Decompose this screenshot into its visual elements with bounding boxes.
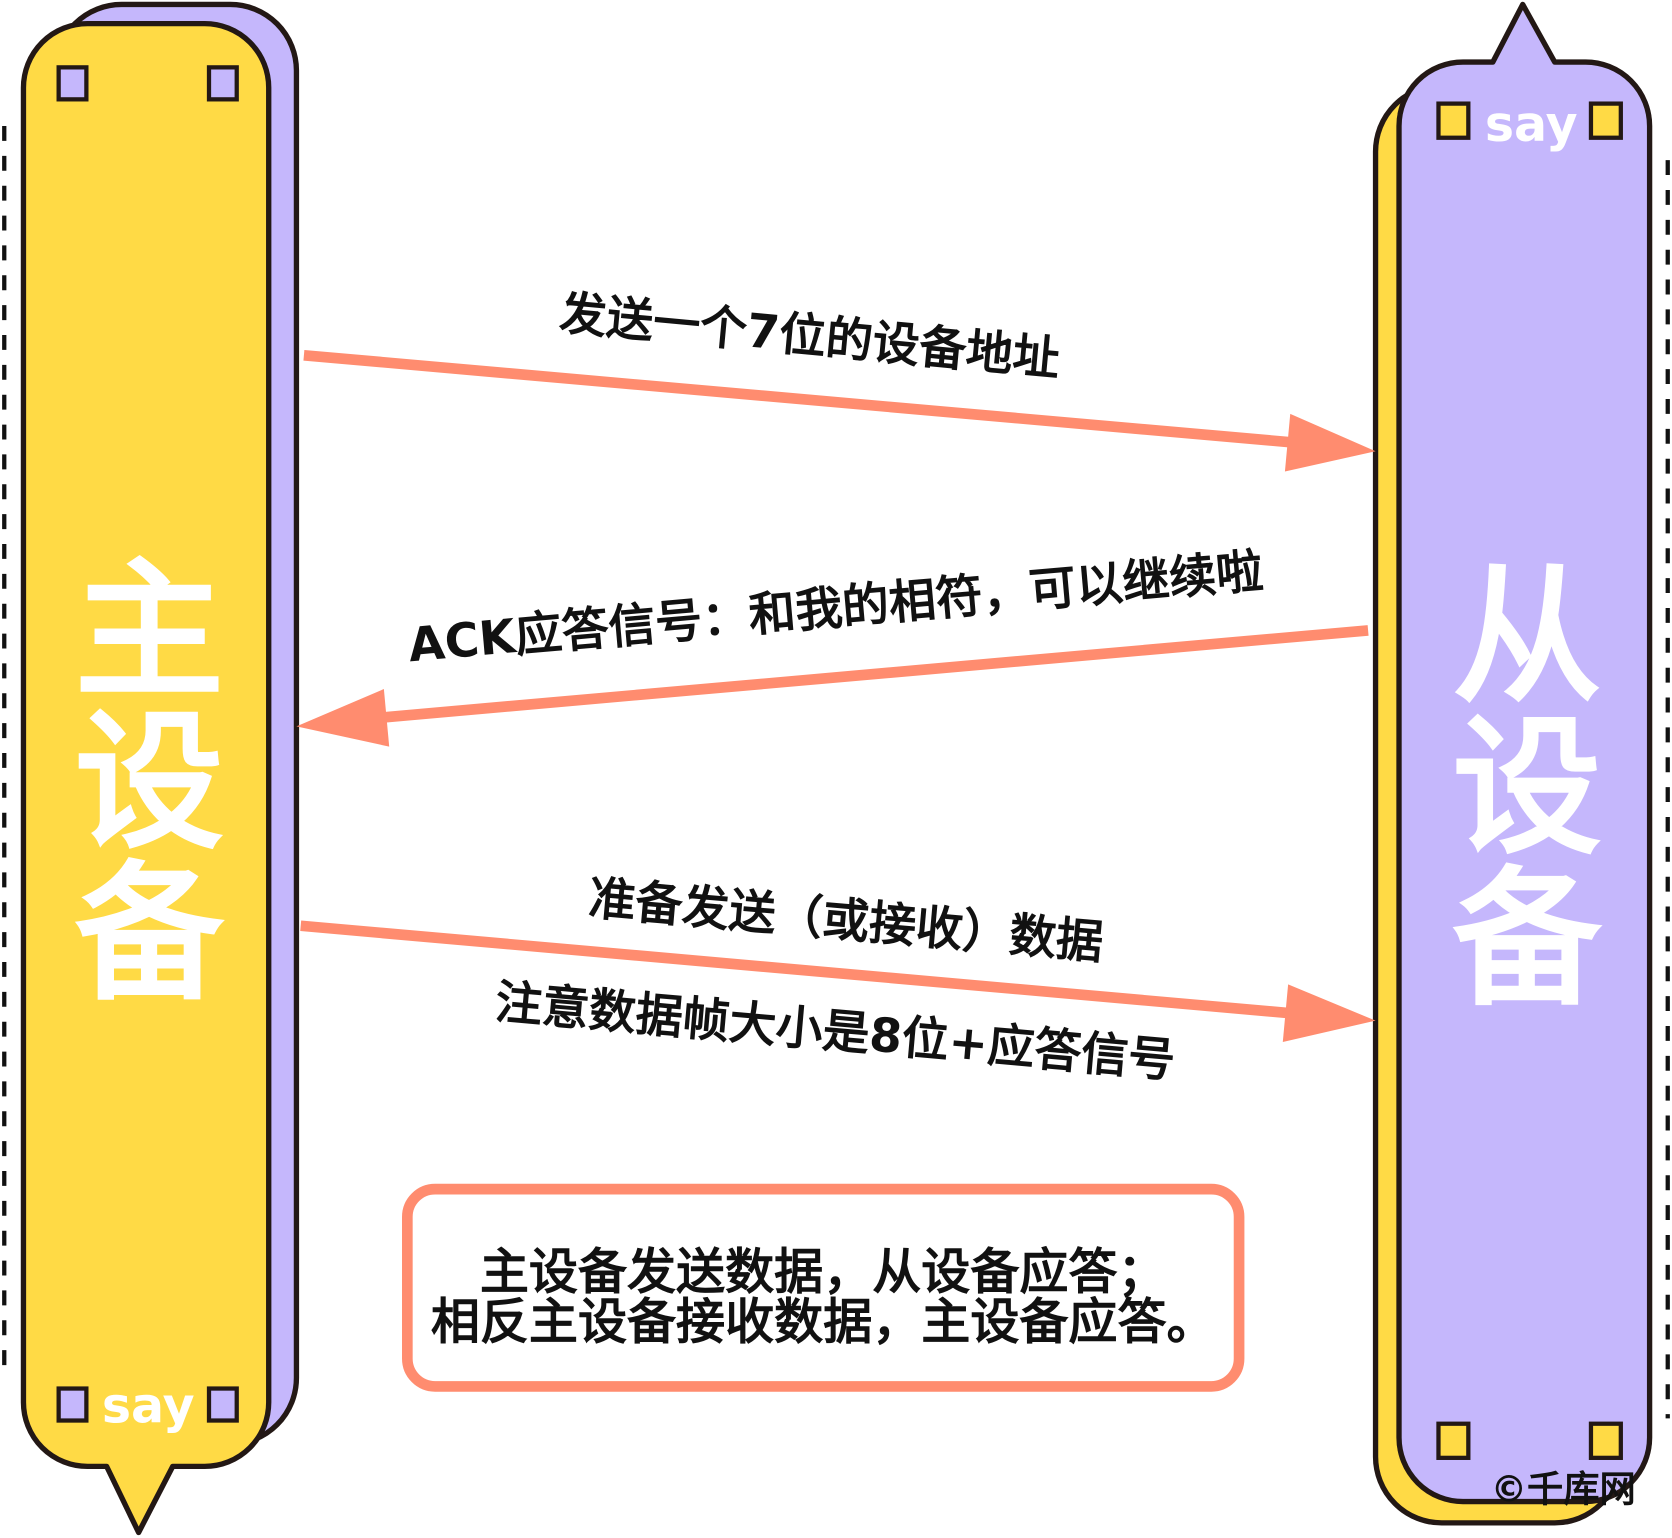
arrow-ack: [296, 625, 1369, 747]
note-line-2: 相反主设备接收数据，主设备应答。: [431, 1292, 1216, 1350]
master-title-char: 设: [75, 696, 224, 870]
note-line-1: 主设备发送数据，从设备应答；: [480, 1242, 1167, 1300]
slave-device-bubble: say 从设备: [1372, 1, 1653, 1526]
square-icon: [1588, 1421, 1623, 1460]
square-icon: [1436, 101, 1471, 140]
note-box: 主设备发送数据，从设备应答； 相反主设备接收数据，主设备应答。: [402, 1183, 1245, 1392]
slave-title-char: 从: [1452, 550, 1601, 724]
slave-say-label: say: [1485, 95, 1578, 153]
square-icon: [1436, 1421, 1471, 1460]
watermark: ©千库网: [1491, 1468, 1636, 1511]
master-say-label: say: [102, 1377, 195, 1435]
slave-title-char: 设: [1452, 701, 1601, 875]
master-device-bubble: say 主设备: [20, 1, 300, 1536]
square-icon: [206, 65, 239, 102]
master-title: 主设备: [75, 545, 226, 1022]
square-icon: [56, 1386, 89, 1423]
master-title-char: 备: [75, 847, 226, 1021]
slave-title: 从设备: [1452, 550, 1603, 1027]
square-icon: [56, 65, 89, 102]
square-icon: [206, 1386, 239, 1423]
arrow-address: [303, 349, 1376, 472]
square-icon: [1588, 101, 1623, 140]
arrow-data: [300, 920, 1376, 1042]
master-title-char: 主: [75, 545, 224, 719]
slave-title-char: 备: [1452, 853, 1603, 1027]
arrow-address-label: 发送一个7位的设备地址: [557, 286, 1062, 387]
